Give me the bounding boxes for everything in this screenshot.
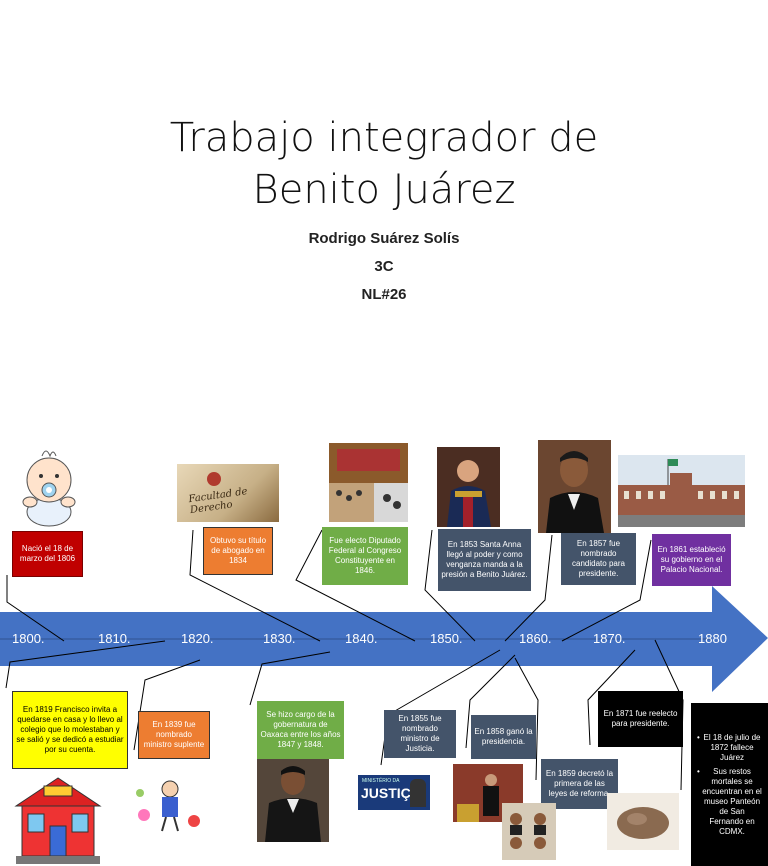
justice-text: JUSTIÇA [361, 785, 421, 801]
school-image [12, 776, 104, 866]
year-1870: 1870. [593, 631, 626, 646]
author-name: Rodrigo Suárez Solís [308, 230, 460, 247]
list-number: NL#26 [361, 286, 407, 303]
event-1846-box: Fue electo Diputado Federal al Congreso … [322, 527, 408, 585]
event-1872-item-2: • Sus restos mortales se encuentran en e… [697, 766, 762, 836]
congress-painting [329, 443, 408, 522]
event-1872-box: • El 18 de julio de 1872 fallece Juárez … [691, 703, 768, 866]
event-1847-box: Se hizo cargo de la gobernatura de Oaxac… [257, 701, 344, 759]
event-1861-box: En 1861 estableció su gobierno en el Pal… [652, 534, 731, 586]
year-1850: 1850. [430, 631, 463, 646]
event-1855-box: En 1855 fue nombrado ministro de Justici… [384, 710, 456, 758]
event-1871-box: En 1871 fue reelecto para presidente. [598, 691, 683, 747]
presidency-painting [453, 764, 523, 822]
diploma-text: Facultad de Derecho [187, 486, 249, 517]
cartoon-minister-image [130, 775, 208, 833]
event-1857-box: En 1857 fue nombrado candidato para pres… [561, 533, 636, 585]
event-1858-box: En 1858 ganó la presidencia. [471, 715, 536, 759]
year-1840: 1840. [345, 631, 378, 646]
event-1872-item-1: • El 18 de julio de 1872 fallece Juárez [697, 732, 761, 762]
year-1830: 1830. [263, 631, 296, 646]
slide-title: Trabajo integrador de Benito Juárez [0, 112, 768, 216]
event-1839-box: En 1839 fue nombrado ministro suplente [138, 711, 210, 759]
palacio-nacional-image [618, 455, 745, 527]
santa-anna-portrait [437, 447, 500, 527]
seal-icon [207, 472, 221, 486]
year-1800: 1800. [12, 631, 45, 646]
diploma-image: Facultad de Derecho [177, 464, 279, 522]
event-1819-box: En 1819 Francisco invita a quedarse en c… [12, 691, 128, 769]
year-1860: 1860. [519, 631, 552, 646]
year-1820: 1820. [181, 631, 214, 646]
event-1806-box: Nació el 18 de marzo del 1806 [12, 531, 83, 577]
event-1859-box: En 1859 decretó la primera de las leyes … [541, 759, 618, 809]
reform-laws-image [502, 803, 556, 860]
year-1810: 1810. [98, 631, 131, 646]
juarez-seated-portrait [257, 759, 329, 842]
baby-image [18, 444, 80, 528]
justice-small-text: MINISTÉRIO DA [362, 778, 400, 784]
juarez-portrait [538, 440, 611, 533]
ministerio-justicia-image: MINISTÉRIO DA JUSTIÇA [358, 775, 430, 810]
title-line-2: Benito Juárez [252, 167, 516, 213]
minister-figure [410, 779, 426, 807]
death-mask-image [607, 793, 679, 850]
year-1880: 1880 [698, 631, 727, 646]
event-1853-box: En 1853 Santa Anna llegó al poder y como… [438, 529, 531, 591]
event-1834-box: Obtuvo su título de abogado en 1834 [203, 527, 273, 575]
title-line-1: Trabajo integrador de [169, 115, 599, 161]
group-label: 3C [374, 258, 394, 275]
